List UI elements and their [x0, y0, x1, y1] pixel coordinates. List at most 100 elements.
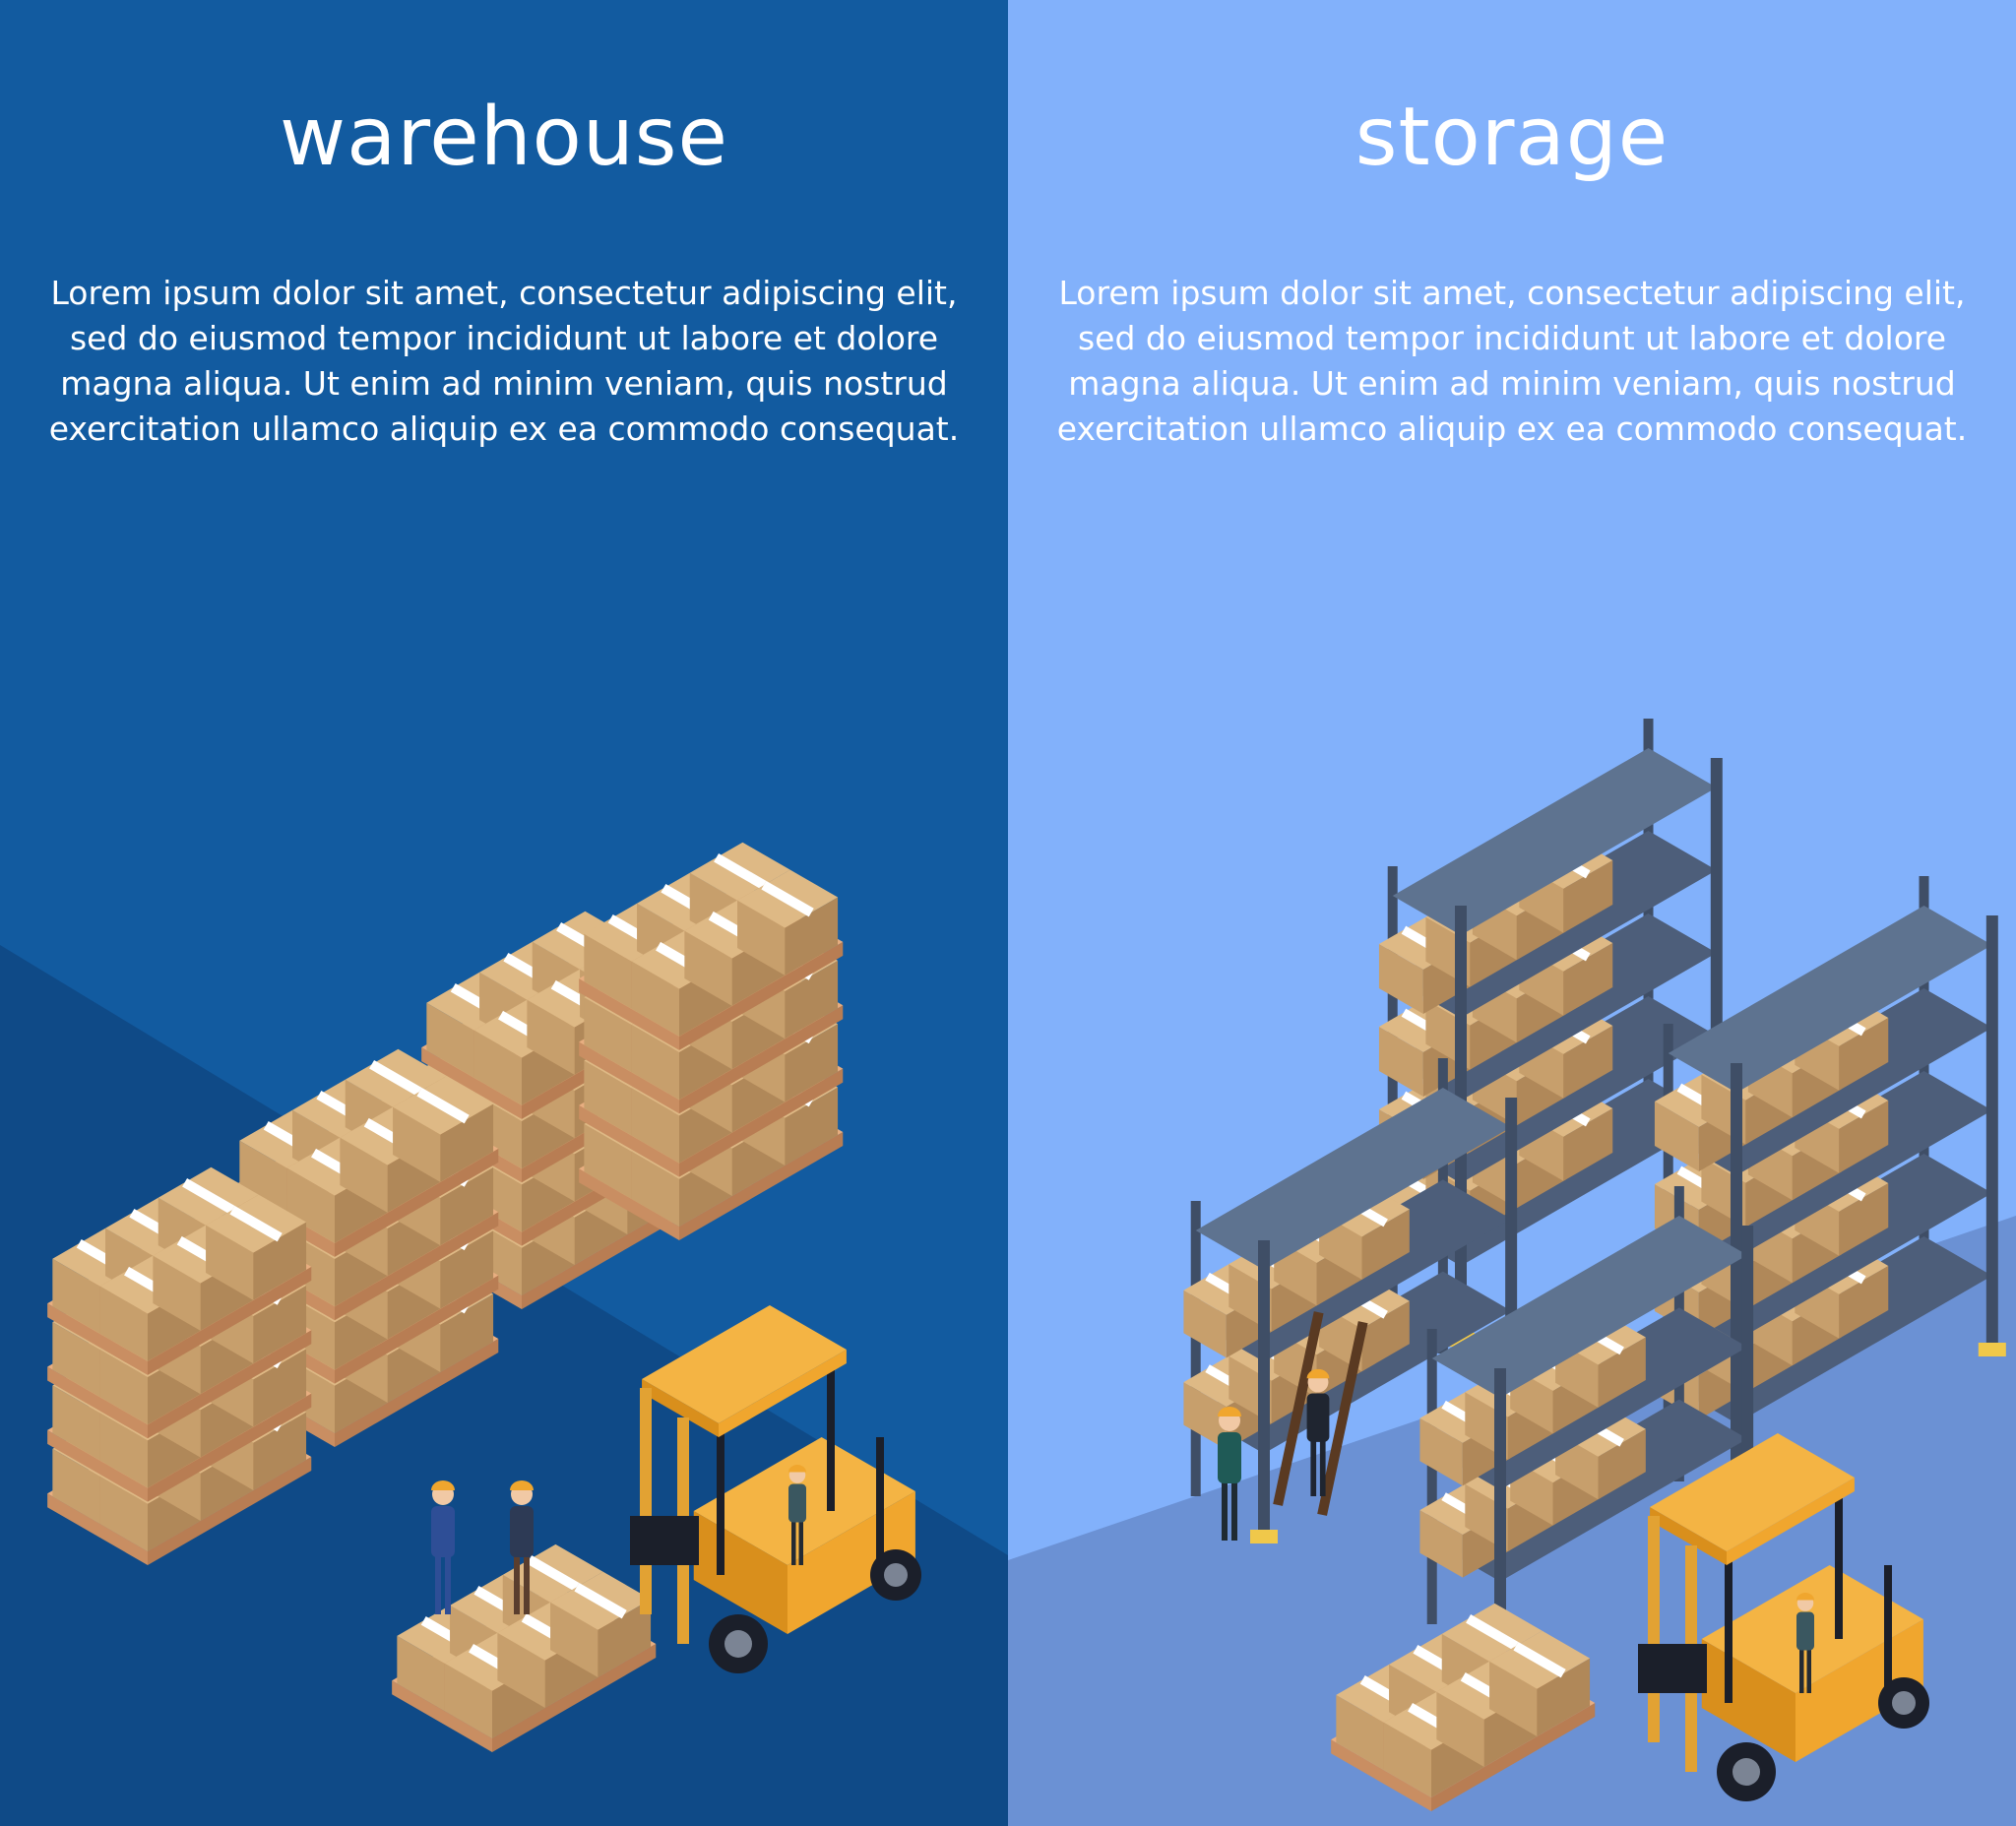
rack-short-left-box-left-face — [1183, 1382, 1227, 1450]
pallet-stack-back-box-left-face — [527, 999, 575, 1075]
storage-worker-woman-leg — [1222, 1481, 1228, 1541]
storage-pallet-foreground-box-tape — [1513, 1641, 1566, 1678]
rack-tall-back-box-right-face — [1563, 859, 1613, 933]
pallet-stack-front-left-box-left-face — [99, 1413, 148, 1488]
rack-tall-right-box-right-face — [1839, 1265, 1889, 1339]
storage-forklift-driver-leg — [1799, 1649, 1804, 1693]
pallet-stack-front-left-box-right-face — [253, 1412, 307, 1490]
warehouse-forklift-driver — [788, 1465, 806, 1565]
storage-pallet-foreground — [1331, 1603, 1596, 1811]
warehouse-forklift-roof-left-face — [642, 1379, 719, 1437]
storage-description: Lorem ipsum dolor sit amet, consectetur … — [1056, 274, 1968, 448]
pallet-stack-middle-box-left-face — [239, 1140, 287, 1217]
rack-tall-back-shelf — [1392, 748, 1717, 935]
storage-pallet-foreground-box-tape — [1466, 1614, 1519, 1651]
rack-tall-right-foot — [1978, 1343, 2006, 1356]
pallet-stack-back-right-box-tape — [761, 880, 814, 917]
pallet-stack-front-left-box-left-face — [153, 1255, 201, 1331]
pallet-stack-front-left-pallet-right-face — [148, 1393, 312, 1502]
warehouse-forklift-fork-carriage — [630, 1516, 699, 1565]
storage-title: storage — [1354, 91, 1670, 184]
pallet-stack-middle-box-right-face — [440, 1166, 494, 1246]
worker-woman-leg — [435, 1555, 441, 1614]
pallet-stack-back-right-box-right-face — [785, 960, 839, 1039]
pallet-stack-middle-box-tape — [416, 1087, 470, 1124]
warehouse-description: Lorem ipsum dolor sit amet, consectetur … — [48, 274, 960, 448]
pallet-stack-back-right-pallet-left-face — [579, 978, 679, 1050]
rack-short-front-box-left-face — [1419, 1510, 1463, 1578]
rack-tall-right-post — [1985, 915, 1998, 1349]
storage-forklift — [1638, 1433, 1929, 1801]
ladder-rail — [1273, 1311, 1324, 1506]
warehouse-forklift-roof — [642, 1305, 847, 1437]
rack-short-left-box-right-face — [1361, 1209, 1410, 1280]
storage-forklift-mast — [1648, 1516, 1660, 1742]
pallet-stack-back-right-pallet-left-face — [579, 1168, 679, 1240]
pallet-stack-front-left-box-right-face — [253, 1349, 307, 1427]
pallet-stack-front-left-box-left-face — [99, 1350, 148, 1425]
rack-tall-right-box-right-face — [1839, 1017, 1889, 1091]
warehouse-panel: warehouse Lorem ipsum dolor sit amet, co… — [0, 0, 1008, 1826]
warehouse-forklift-driver-hardhat — [788, 1465, 806, 1473]
warehouse-forklift-driver-leg — [798, 1521, 803, 1565]
storage-forklift-driver — [1796, 1593, 1814, 1693]
pallet-stack-front-left-box-right-face — [253, 1222, 307, 1300]
pallet-stack-back-right-box-left-face — [737, 900, 786, 976]
storage-worker-woman-leg — [1231, 1481, 1237, 1541]
pallet-stack-middle-box-right-face — [440, 1293, 494, 1372]
pallet-stack-front-left-box-right-face — [253, 1285, 307, 1364]
warehouse-forklift-driver-leg — [791, 1521, 796, 1565]
rack-tall-back-box-left-face — [1378, 1027, 1423, 1097]
pallet-stack-foreground-box-left-face — [497, 1632, 545, 1708]
pallet-stack-foreground-box-tape — [574, 1582, 627, 1619]
rack-short-left-box-left-face — [1183, 1290, 1227, 1358]
storage-forklift-roof-top-face — [1650, 1433, 1855, 1551]
warehouse-forklift-post — [876, 1437, 884, 1585]
worker-man — [510, 1480, 534, 1614]
storage-racks-forklift-illustration — [1183, 719, 2006, 1811]
pallet-stack-back-right-box-left-face — [684, 930, 732, 1006]
rack-tall-right-shelf — [1668, 906, 1992, 1093]
storage-worker-woman — [1218, 1407, 1241, 1541]
pallet-stack-front-left-box-left-face — [52, 1448, 100, 1525]
pallet-stack-back-right-pallet-right-face — [679, 1068, 844, 1177]
pallet-stack-front-left-box-left-face — [99, 1286, 148, 1361]
pallet-stack-front-left-pallet-left-face — [47, 1366, 148, 1439]
storage-worker-ladder-hardhat — [1306, 1368, 1330, 1379]
pallet-stack-middle-box-left-face — [286, 1167, 335, 1243]
rack-short-front — [1419, 1186, 1762, 1671]
warehouse-forklift-post — [717, 1427, 724, 1575]
pallet-stack-front-left-pallet-left-face — [47, 1429, 148, 1502]
storage-panel: storage Lorem ipsum dolor sit amet, cons… — [1008, 0, 2016, 1826]
worker-man-hardhat — [510, 1480, 534, 1490]
warehouse-background — [0, 0, 1008, 1826]
rack-tall-right-box-left-face — [1654, 1102, 1699, 1171]
rack-short-left-box-right-face — [1361, 1300, 1410, 1372]
pallet-stack-middle-box-left-face — [393, 1106, 441, 1182]
pallet-stack-middle-box-right-face — [440, 1103, 494, 1182]
rack-short-left-post — [1190, 1201, 1201, 1496]
pallet-stack-back-right-box-left-face — [584, 933, 632, 1010]
storage-forklift-hubcap — [1892, 1691, 1916, 1715]
storage-worker-woman-hardhat — [1218, 1407, 1241, 1417]
worker-man-leg — [514, 1555, 520, 1614]
pallet-stack-back-right-box-left-face — [631, 1088, 679, 1164]
storage-background — [1008, 0, 2016, 1826]
rack-short-front-box-right-face — [1598, 1428, 1646, 1500]
pallet-stack-front-left-pallet-right-face — [148, 1457, 312, 1565]
storage-pallet-foreground-box-left-face — [1489, 1661, 1538, 1736]
storage-pallet-foreground-pallet-right-face — [1431, 1703, 1596, 1811]
pallet-stack-middle-pallet-right-face — [335, 1212, 499, 1321]
worker-woman-hardhat — [431, 1480, 455, 1490]
pallet-stack-foreground-box-tape — [527, 1555, 580, 1592]
pallet-stack-middle-pallet-right-face — [335, 1275, 499, 1384]
pallet-stack-front-left-pallet-right-face — [148, 1330, 312, 1439]
rack-short-left-foot — [1250, 1530, 1278, 1543]
warehouse-forklift — [630, 1305, 921, 1673]
pallet-stack-back-right-box-left-face — [631, 1025, 679, 1101]
rack-tall-back-post — [1387, 866, 1398, 1299]
pallet-stack-back-right-box — [737, 869, 839, 976]
storage-worker-ladder-torso — [1306, 1393, 1330, 1442]
worker-man-torso — [510, 1506, 534, 1557]
pallet-stack-foreground — [392, 1543, 657, 1752]
